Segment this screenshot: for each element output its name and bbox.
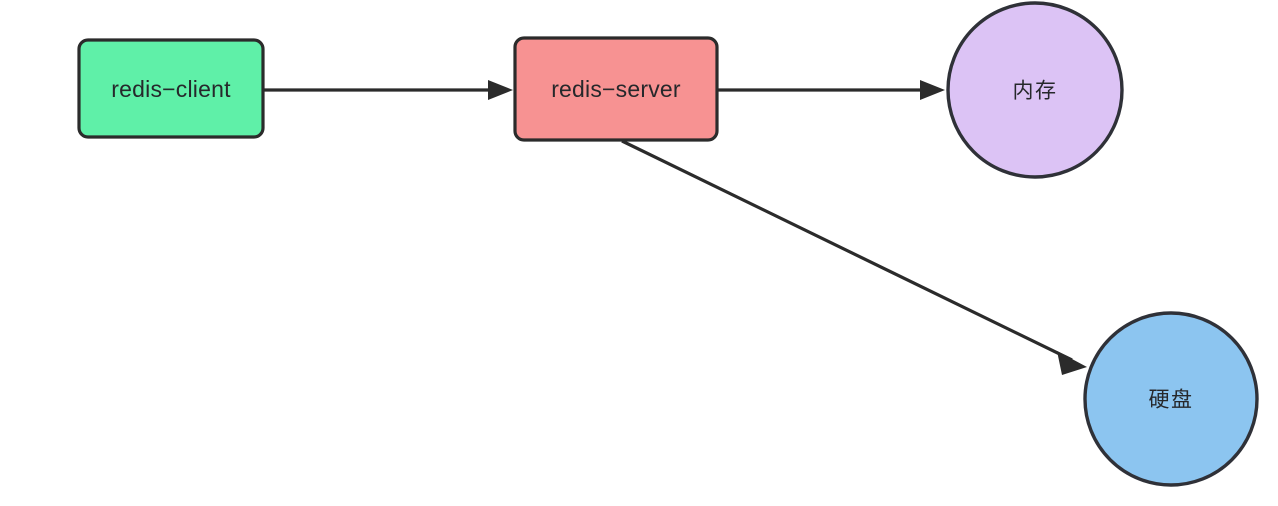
disk-circle[interactable]: [1083, 311, 1259, 487]
arrowhead-server-to-disk: [1057, 351, 1087, 375]
edge-server-to-memory: [718, 80, 945, 100]
arrowhead-client-to-server: [488, 80, 513, 100]
edge-line-server-to-disk: [621, 139, 1073, 362]
redis-client-box[interactable]: [77, 38, 265, 139]
redis-server-box[interactable]: [513, 36, 719, 142]
node-redis-server[interactable]: redis−server: [513, 36, 719, 142]
node-memory[interactable]: 内存: [946, 1, 1124, 179]
node-disk[interactable]: 硬盘: [1083, 311, 1259, 487]
memory-circle[interactable]: [946, 1, 1124, 179]
node-redis-client[interactable]: redis−client: [77, 38, 265, 139]
edge-server-to-disk: [621, 139, 1087, 375]
arrowhead-server-to-memory: [920, 80, 945, 100]
edge-client-to-server: [264, 80, 513, 100]
